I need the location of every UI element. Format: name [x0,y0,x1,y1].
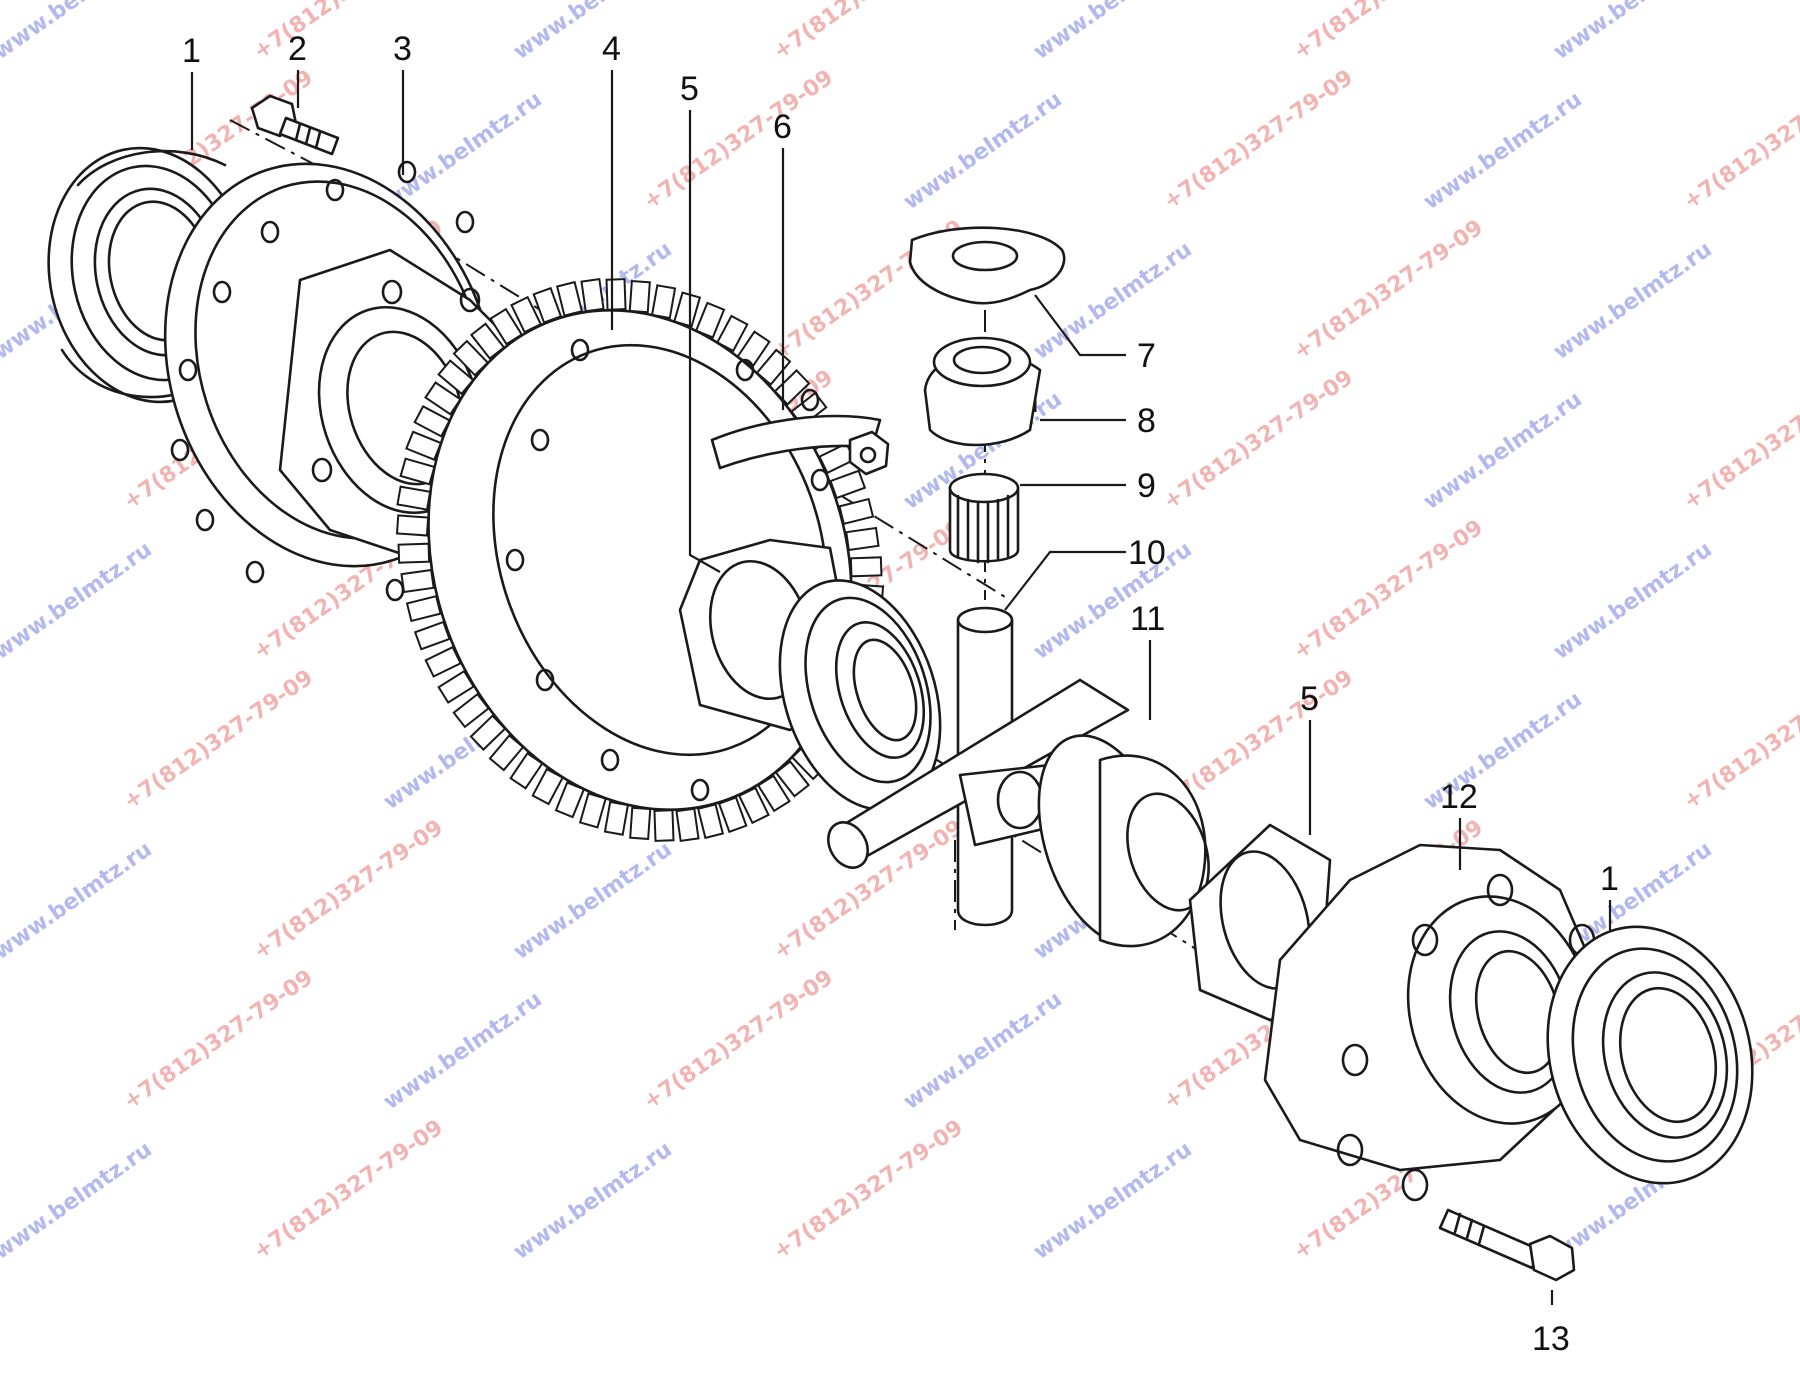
pinion-gear [923,336,1042,447]
callout-1-left: 1 [182,32,201,70]
watermark-text: www.belmtz.ru [509,1137,677,1265]
callout-9: 9 [1137,467,1156,505]
callout-13: 13 [1532,1320,1570,1358]
callout-1-right: 1 [1600,860,1619,898]
watermark-text: +7(812)327-79-09 [1289,0,1488,65]
watermark-text: www.belmtz.ru [1549,0,1717,65]
crown-gear-tooth [397,542,431,564]
crown-gear-tooth [673,291,702,328]
watermark-text: www.belmtz.ru [509,837,677,965]
watermark-text: www.belmtz.ru [0,537,157,665]
watermark-text: +7(812)327-79-09 [1679,365,1800,515]
crown-gear-tooth [653,809,675,842]
crown-gear-tooth [396,485,432,511]
callout-labels: 1 2 3 4 5 6 7 8 9 10 11 5 12 1 13 [182,30,1619,1358]
crown-gear-tooth [605,278,627,311]
callout-5-left: 5 [680,70,699,108]
watermark-text: +7(812)327-79-09 [1679,665,1800,815]
watermark-text: www.belmtz.ru [1419,387,1587,515]
watermark-text: www.belmtz.ru [509,0,677,65]
watermark-text: www.belmtz.ru [1549,237,1717,365]
watermark-text: +7(812)327-79-09 [249,0,448,65]
watermark-text: www.belmtz.ru [0,1137,157,1265]
callout-10: 10 [1128,534,1166,572]
watermark-text: +7(812)327-79-09 [249,1115,448,1265]
watermark-text: +7(812)327-79-09 [639,65,838,215]
watermark-text: www.belmtz.ru [899,87,1067,215]
crown-gear-tooth [838,497,875,526]
watermark-text: www.belmtz.ru [0,0,157,65]
crown-gear-tooth [405,594,442,623]
watermark-text: +7(812)327-79-09 [639,965,838,1115]
crown-gear-tooth [400,568,435,594]
watermark-text: +7(812)327-79-09 [119,665,318,815]
housing-right [1263,843,1596,1202]
callout-5-right: 5 [1300,680,1319,718]
needle-bearing [948,472,1020,564]
crown-gear-tooth [413,620,451,651]
watermark-text: www.belmtz.ru [899,987,1067,1115]
crown-gear-tooth [628,279,651,314]
watermark-text: www.belmtz.ru [1029,1137,1197,1265]
watermark-text: +7(812)327-79-09 [1159,365,1358,515]
pinion-washer [908,226,1066,305]
crown-gear-tooth [696,803,725,840]
crown-gear-tooth [849,556,883,578]
watermark-text: +7(812)327-79-09 [249,815,448,965]
crown-gear-tooth [395,514,430,537]
side-gear-right [1037,734,1210,948]
watermark-text: www.belmtz.ru [379,987,547,1115]
leader-lines [190,70,1612,1305]
crown-gear-tooth [629,806,652,841]
watermark-text: +7(812)327-79-09 [1289,215,1488,365]
watermark-text: www.belmtz.ru [1029,0,1197,65]
watermark-text: www.belmtz.ru [1419,87,1587,215]
crown-gear-tooth [603,800,630,836]
watermark-text: +7(812)327-79-09 [769,1115,968,1265]
bearing-right [1546,925,1754,1185]
callout-12: 12 [1440,778,1478,816]
crown-gear-tooth [650,284,677,320]
callout-4: 4 [602,30,621,68]
spider-cross [827,606,1130,927]
callout-8: 8 [1137,402,1156,440]
locking-plate [710,414,890,476]
callout-2: 2 [288,30,307,68]
watermark-text: www.belmtz.ru [379,87,547,215]
bolt-top [250,94,340,156]
callout-3: 3 [393,30,412,68]
watermark-text: www.belmtz.ru [1549,537,1717,665]
housing-left-bolt-holes [170,160,550,602]
watermark-text: +7(812)327-79-09 [1159,65,1358,215]
crown-gear-tooth [578,792,607,829]
callout-6: 6 [773,108,792,146]
crown-gear-tooth [675,807,700,843]
crown-gear-tooth [829,469,867,500]
crown-gear-tooth [580,277,605,313]
watermark-text: www.belmtz.ru [1029,537,1197,665]
crown-gear-tooth [845,526,880,552]
watermark-text: +7(812)327-79-09 [119,965,318,1115]
callout-7: 7 [1137,337,1156,375]
watermark-text: +7(812)327-79-09 [1289,515,1488,665]
watermark-text: +7(812)327-79-09 [1679,65,1800,215]
bolt-bottom [1438,1208,1576,1282]
crown-gear-bolt-holes [505,338,830,802]
watermark-text: +7(812)327-79-09 [769,0,968,65]
callout-11: 11 [1130,600,1165,638]
watermark-text: www.belmtz.ru [0,837,157,965]
